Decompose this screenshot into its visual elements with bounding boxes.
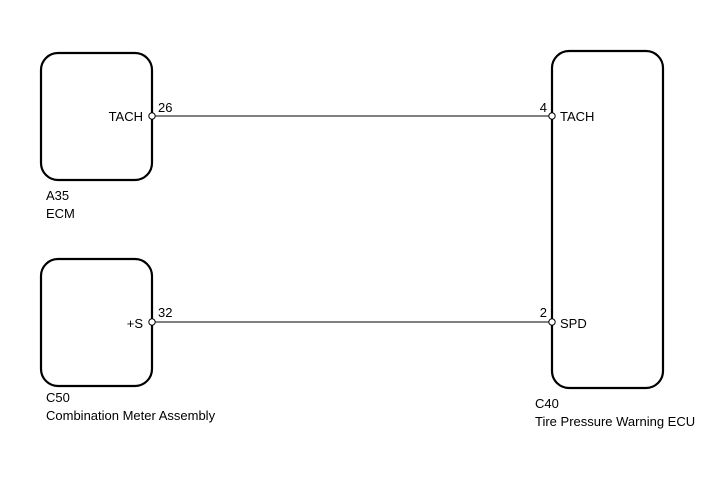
ecm-code: A35 (46, 188, 69, 203)
combination-meter-code: C50 (46, 390, 70, 405)
tire-pressure-ecu-component: TACH 4 SPD 2 C40 Tire Pressure Warning E… (535, 49, 695, 429)
tire-pressure-ecu-tach-pin-number: 4 (540, 100, 547, 115)
combination-meter-name: Combination Meter Assembly (46, 408, 216, 423)
ecm-tach-terminal (148, 112, 156, 120)
tire-pressure-ecu-box (550, 49, 665, 390)
tire-pressure-ecu-spd-pin-label: SPD (560, 316, 587, 331)
ecm-pin-label: TACH (109, 109, 143, 124)
meter-s-terminal (148, 318, 156, 326)
ecm-pin-number: 26 (158, 100, 172, 115)
ecm-name: ECM (46, 206, 75, 221)
tire-pressure-ecu-tach-pin-label: TACH (560, 109, 594, 124)
tire-pressure-ecu-spd-pin-number: 2 (540, 305, 547, 320)
combination-meter-pin-label: +S (127, 316, 144, 331)
tire-pressure-ecu-name: Tire Pressure Warning ECU (535, 414, 695, 429)
ecm-component: TACH 26 A35 ECM (39, 51, 172, 221)
ecu-spd-terminal (548, 318, 556, 326)
combination-meter-component: +S 32 C50 Combination Meter Assembly (39, 257, 216, 423)
combination-meter-pin-number: 32 (158, 305, 172, 320)
tire-pressure-ecu-code: C40 (535, 396, 559, 411)
ecu-tach-terminal (548, 112, 556, 120)
